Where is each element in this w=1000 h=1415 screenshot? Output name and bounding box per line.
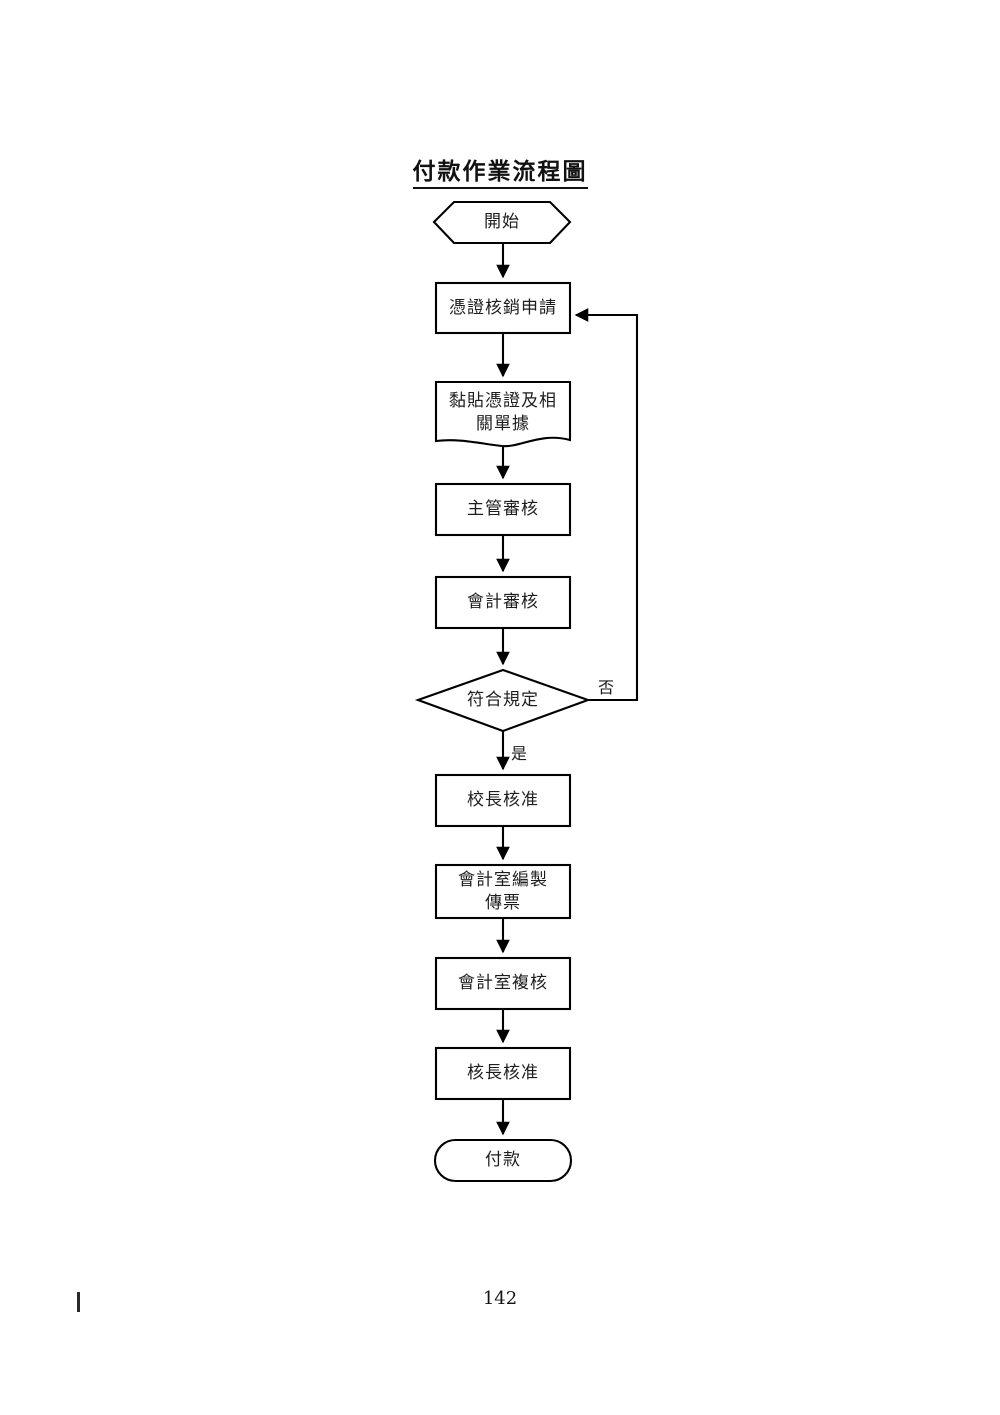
edge-label-no: 否: [598, 678, 615, 697]
node-shape-attach-documents: [434, 380, 572, 448]
node-shape-compliance-decision: [414, 668, 592, 733]
page-number: 142: [482, 1288, 518, 1309]
page-title-text: 付款作業流程圖: [412, 158, 588, 189]
page-title: 付款作業流程圖: [0, 152, 1000, 189]
node-shape-chief-approval: [434, 1046, 572, 1101]
node-shape-accounting-review: [434, 575, 572, 630]
edge-label-yes: 是: [511, 744, 528, 763]
edge-decision-no-feedback-loop: [574, 308, 639, 702]
node-shape-supervisor-review: [434, 482, 572, 537]
node-shape-start-hexagon: [432, 200, 572, 245]
node-shape-payment-terminator: [433, 1138, 573, 1183]
node-shape-voucher-application: [434, 281, 572, 335]
node-shape-accounting-recheck: [434, 956, 572, 1011]
node-shape-principal-approval: [434, 773, 572, 828]
node-shape-voucher-preparation: [434, 863, 572, 920]
margin-tick-mark: [77, 1292, 80, 1312]
